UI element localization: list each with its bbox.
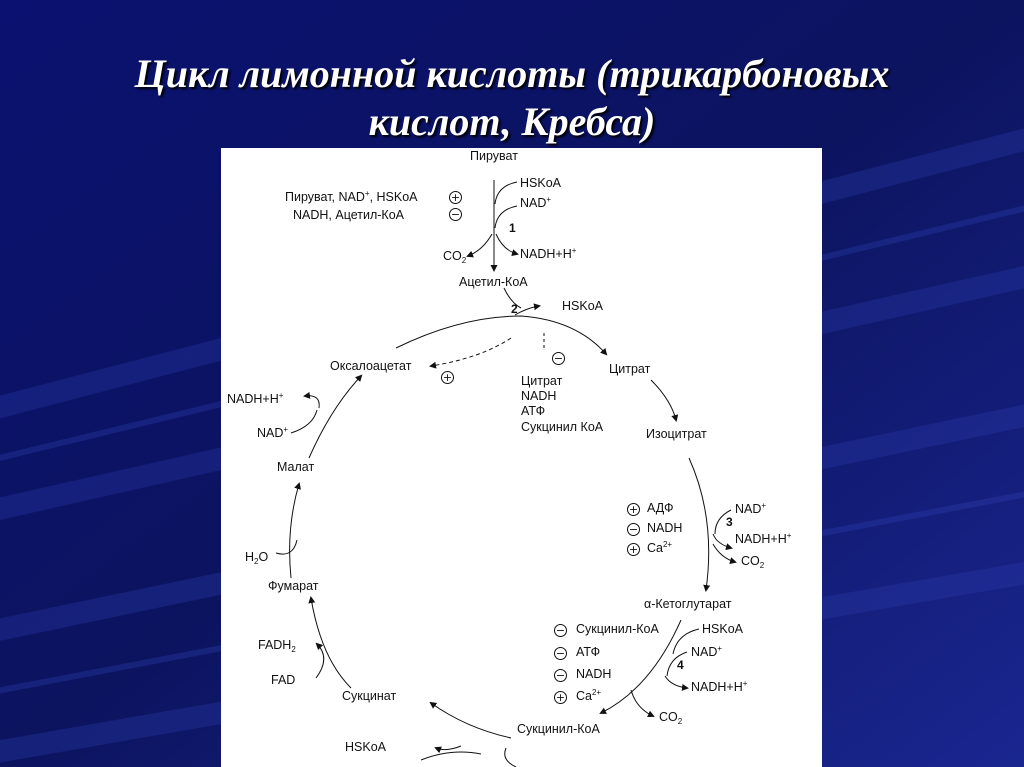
step4-regulator-3-label: Ca2+ bbox=[576, 688, 602, 704]
arrow-co2-step3 bbox=[712, 543, 737, 564]
pdh-activator-sign: + bbox=[449, 191, 462, 204]
arrow-nad-in bbox=[494, 205, 518, 229]
arrow-h2o bbox=[275, 539, 298, 555]
node-oxaloacetate: Оксалоацетат bbox=[330, 359, 412, 373]
label-hskoa-bottom: HSKoA bbox=[345, 740, 386, 754]
step2-activate-sign: + bbox=[441, 371, 454, 384]
step4-regulator-2-label: NADH bbox=[576, 667, 612, 681]
arc-bottom-continuation bbox=[420, 751, 482, 761]
node-acetyl-coa: Ацетил-КоА bbox=[459, 275, 528, 289]
node-succinate: Сукцинат bbox=[342, 689, 397, 703]
node-isocitrate: Изоцитрат bbox=[646, 427, 707, 441]
step3-regulator-1-label: NADH bbox=[647, 521, 683, 535]
arrow-nadh-step3 bbox=[712, 533, 733, 550]
step2-inhibitor-3: Сукцинил КоА bbox=[521, 420, 604, 434]
label-fadh2: FADH2 bbox=[258, 638, 296, 654]
arc-succinylcoa-succinate bbox=[429, 701, 512, 739]
label-nad-in: NAD+ bbox=[520, 195, 552, 211]
label-nad-step4: NAD+ bbox=[691, 644, 723, 660]
label-nadh-malate: NADH+H+ bbox=[227, 391, 284, 407]
label-nad-malate: NAD+ bbox=[257, 425, 289, 441]
step4-regulator-1-label: АТФ bbox=[576, 645, 601, 659]
label-co2-top: CO2 bbox=[443, 249, 467, 265]
step4-regulator-0-label: Сукцинил-КоА bbox=[576, 622, 659, 636]
arc-succinate-fumarate bbox=[308, 596, 352, 689]
step3-regulator-0-label: АДФ bbox=[647, 501, 674, 515]
arrow-nad-step4 bbox=[666, 651, 688, 677]
step2-inhibitor-2: АТФ bbox=[521, 404, 546, 418]
arrow-hskoa-bottom bbox=[434, 745, 462, 754]
step-1-number: 1 bbox=[509, 221, 516, 235]
label-hskoa-in: HSKoA bbox=[520, 176, 561, 190]
step3-regulator-2-label: Ca2+ bbox=[647, 540, 673, 556]
pdh-activators: Пируват, NAD+, HSKoA bbox=[285, 189, 418, 205]
node-pyruvate: Пируват bbox=[470, 149, 518, 163]
node-fumarate: Фумарат bbox=[268, 579, 319, 593]
arrow-nad-step3 bbox=[714, 509, 732, 535]
arrow-regulation-dashed bbox=[429, 337, 512, 369]
step2-inhibit-sign: − bbox=[552, 352, 565, 365]
label-nadh-step3: NADH+H+ bbox=[735, 531, 792, 547]
label-nadh-top: NADH+H+ bbox=[520, 246, 577, 262]
step-2-number: 2 bbox=[511, 302, 518, 316]
step4-regulator-2-sign: − bbox=[554, 669, 567, 682]
arc-fumarate-malate bbox=[289, 482, 301, 579]
step2-inhibitor-0: Цитрат bbox=[521, 374, 563, 388]
arrow-co2-out bbox=[466, 233, 493, 258]
step-3-number: 3 bbox=[726, 515, 733, 529]
label-nadh-step4: NADH+H+ bbox=[691, 679, 748, 695]
arc-akg-succinylcoa bbox=[599, 619, 682, 714]
label-co2-step3: CO2 bbox=[741, 554, 765, 570]
node-malate: Малат bbox=[277, 460, 315, 474]
step3-regulator-2-sign: + bbox=[627, 543, 640, 556]
label-nad-step3: NAD+ bbox=[735, 501, 767, 517]
step3-regulator-1-sign: − bbox=[627, 523, 640, 536]
label-hskoa-step4: HSKoA bbox=[702, 622, 743, 636]
label-h2o: H2O bbox=[245, 550, 269, 566]
arrow-nad-malate bbox=[290, 409, 318, 434]
arrow-nadh-step4 bbox=[664, 675, 689, 691]
arc-oxaloacetate-citrate bbox=[395, 315, 608, 356]
pdh-inhibitor-sign: − bbox=[449, 208, 462, 221]
arrow-fad bbox=[315, 642, 325, 679]
step4-regulator-3-sign: + bbox=[554, 691, 567, 704]
node-citrate: Цитрат bbox=[609, 362, 651, 376]
arrow-hskoa-out bbox=[514, 303, 541, 316]
title-line-1: Цикл лимонной кислоты (трикарбоновых bbox=[134, 51, 890, 96]
label-fad: FAD bbox=[271, 673, 296, 687]
arrow-nadh-malate bbox=[303, 391, 320, 409]
arrow-hskoa-in bbox=[494, 181, 518, 205]
cycle-arrows bbox=[275, 180, 737, 767]
arrow-bottom-loop bbox=[504, 747, 517, 767]
step3-regulator-0-sign: + bbox=[627, 503, 640, 516]
arc-citrate-isocitrate bbox=[650, 379, 679, 422]
pdh-inhibitors: NADH, Ацетил-КоА bbox=[293, 208, 404, 222]
step-4-number: 4 bbox=[677, 658, 684, 672]
title-line-2: кислот, Кребса) bbox=[368, 99, 656, 144]
krebs-cycle-diagram: Пируват HSKoA NAD+ 1 CO2 NADH+H+ Ацетил-… bbox=[221, 148, 822, 767]
step2-inhibitor-1: NADH bbox=[521, 389, 557, 403]
arrow-co2-step4 bbox=[630, 689, 655, 718]
node-alpha-ketoglutarate: α-Кетоглутарат bbox=[644, 597, 732, 611]
arc-isocitrate-akg bbox=[688, 457, 711, 592]
label-hskoa-step2: HSKoA bbox=[562, 299, 603, 313]
label-co2-step4: CO2 bbox=[659, 710, 683, 726]
node-succinyl-coa: Сукцинил-КоА bbox=[517, 722, 600, 736]
arrow-nadh-out bbox=[495, 233, 519, 256]
slide-title: Цикл лимонной кислоты (трикарбоновых кис… bbox=[0, 50, 1024, 146]
arrow-hskoa-step4 bbox=[672, 628, 700, 655]
step4-regulator-1-sign: − bbox=[554, 647, 567, 660]
step4-regulator-0-sign: − bbox=[554, 624, 567, 637]
arc-malate-oxaloacetate bbox=[308, 374, 363, 459]
arrow-acetyl-in bbox=[503, 287, 522, 309]
